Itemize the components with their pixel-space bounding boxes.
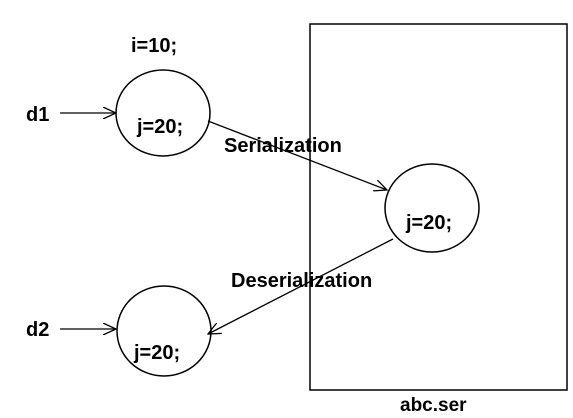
deserialization-label: Deserialization	[231, 270, 372, 292]
object-original-j-label: j=20;	[136, 116, 183, 138]
object-serialized-j-label: j=20;	[405, 212, 452, 234]
object-deserialized-j-label: j=20;	[133, 342, 180, 364]
file-box-label: abc.ser	[400, 395, 467, 416]
object-serialized-node	[384, 163, 480, 253]
reference-d2-label: d2	[26, 319, 49, 341]
reference-d1-label: d1	[26, 104, 49, 126]
i-field-label: i=10;	[131, 35, 177, 57]
serialization-arrow	[207, 120, 387, 190]
object-original-node	[115, 69, 211, 157]
deserialization-arrow	[208, 238, 394, 334]
serialization-label: Serialization	[224, 135, 342, 157]
